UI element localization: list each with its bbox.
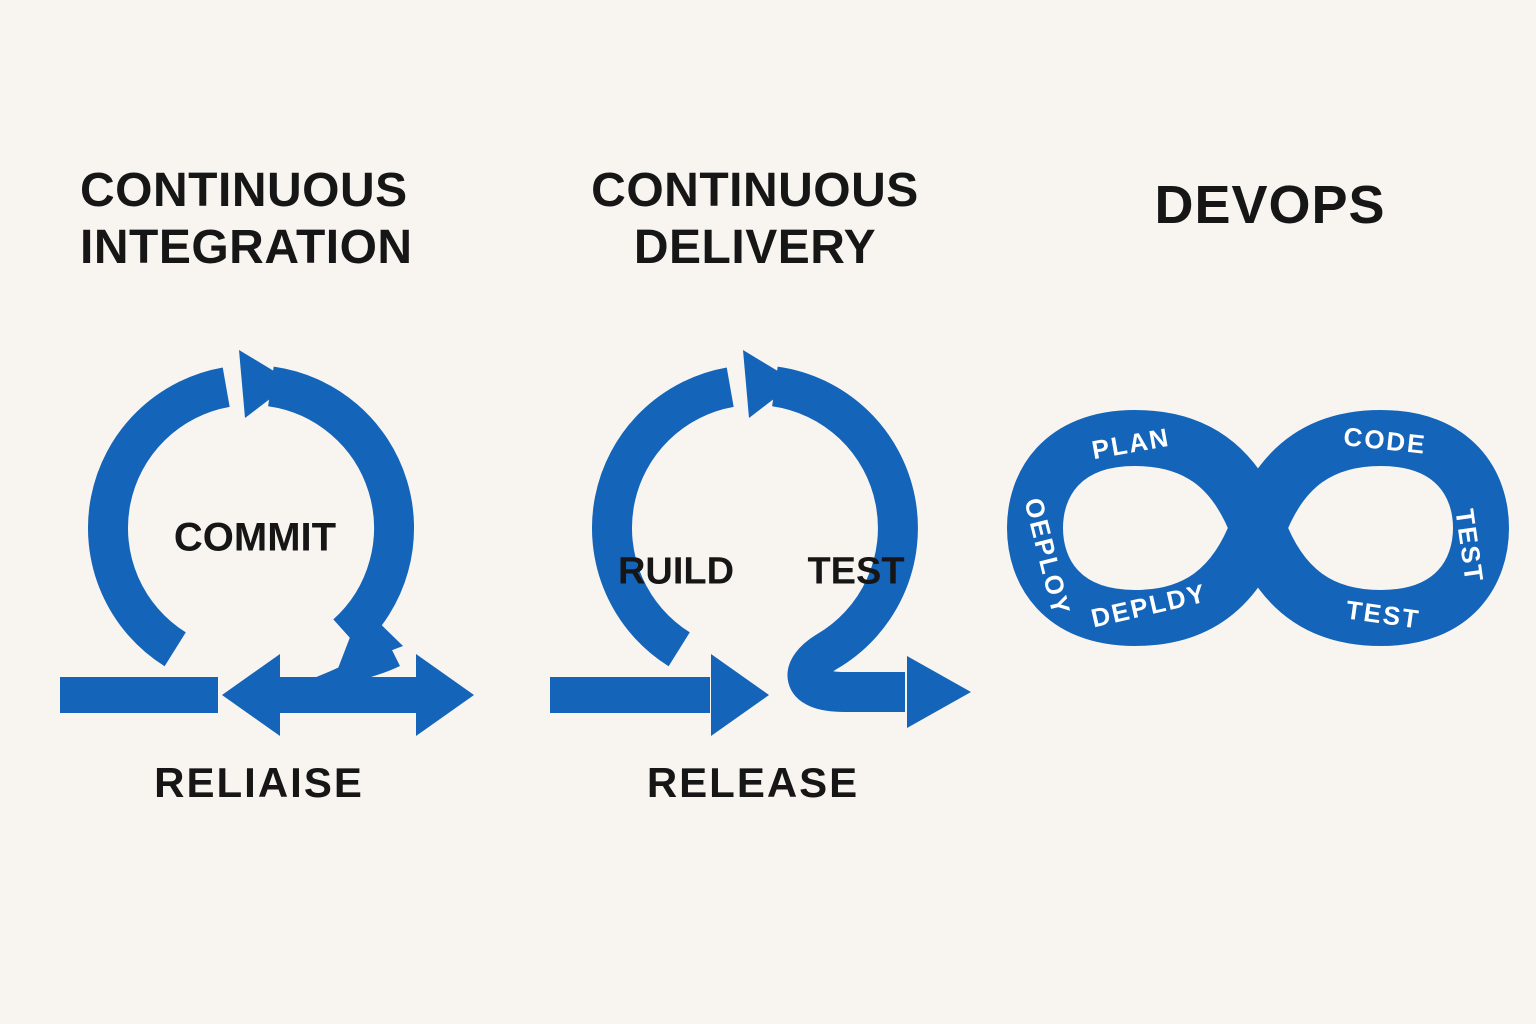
ci-baseline-right-arrowhead-icon	[416, 654, 474, 736]
ci-baseline-left-arrowhead-icon	[222, 654, 280, 736]
cd-title-line2: DELIVERY	[633, 221, 877, 274]
cd-baseline-right-arrowhead-icon	[711, 654, 769, 736]
ci-loop-downleft-arrowhead-icon	[337, 606, 403, 671]
devops-infinity-icon	[1006, 409, 1510, 647]
ci-title-line1: CONTINUOUS	[80, 164, 408, 217]
cd-loop-left-arc	[592, 367, 735, 667]
cd-loop-top-arrowhead-icon	[743, 350, 796, 418]
ci-title-line2: INTEGRATION	[80, 221, 413, 274]
ci-baseline-merge-curve	[278, 638, 400, 693]
ci-loop-top-arrowhead-icon	[239, 350, 292, 418]
cd-baseline-bar	[550, 677, 710, 713]
ci-loop-label: COMMIT	[173, 515, 337, 560]
cd-loop-right-arc-exit	[771, 366, 918, 712]
infinity-band	[1006, 409, 1510, 647]
cd-exit-right-arrowhead-icon	[907, 656, 971, 728]
cd-loop-label-left: RUILD	[617, 550, 735, 593]
ci-baseline-bar	[60, 677, 218, 713]
ci-loop-right-arc	[267, 366, 415, 650]
cd-loop-label-right: TEST	[807, 550, 905, 593]
cd-title-line1: CONTINUOUS	[591, 164, 919, 217]
devops-title: DEVOPS	[1154, 175, 1386, 235]
cd-sprint-loop-icon	[550, 350, 971, 736]
ci-bottom-label: RELIAISE	[154, 759, 364, 806]
cd-bottom-label: RELEASE	[646, 759, 860, 806]
ci-loop-left-arc	[88, 367, 231, 667]
ci-sprint-loop-icon	[60, 350, 474, 736]
